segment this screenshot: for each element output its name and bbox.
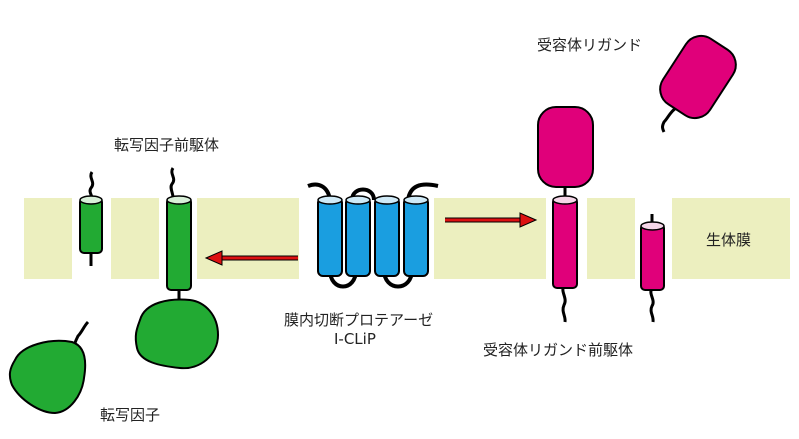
tf-cleaved-fragment <box>79 171 103 266</box>
membrane-segment <box>434 198 546 279</box>
label-membrane: 生体膜 <box>706 231 751 249</box>
label-protease-name: I-CLiP <box>334 330 376 348</box>
membrane-segment <box>111 198 159 279</box>
released-tf <box>8 320 90 415</box>
label-tf: 転写因子 <box>100 406 160 424</box>
tf-domain <box>134 298 220 370</box>
membrane-segment <box>24 198 72 279</box>
label-protease: 膜内切断プロテアーゼ <box>284 311 433 329</box>
ligand-domain <box>659 34 737 120</box>
membrane-segment <box>672 198 790 279</box>
released-ligand <box>659 34 737 133</box>
ligand-cleaved-stub <box>640 214 665 323</box>
membrane-segment <box>197 198 299 279</box>
tf-domain <box>8 339 87 415</box>
arrow-left <box>204 250 298 266</box>
label-tf-precursor: 転写因子前駆体 <box>114 136 219 154</box>
membrane-segment <box>587 198 635 279</box>
membrane <box>24 198 790 279</box>
i-clip-protease <box>307 182 439 289</box>
ligand-precursor <box>537 106 594 323</box>
label-ligand-precursor: 受容体リガンド前駆体 <box>483 341 633 359</box>
ligand-domain <box>537 106 594 188</box>
tf-precursor <box>134 167 220 370</box>
label-ligand: 受容体リガンド <box>537 36 642 54</box>
arrow-right <box>445 212 538 228</box>
